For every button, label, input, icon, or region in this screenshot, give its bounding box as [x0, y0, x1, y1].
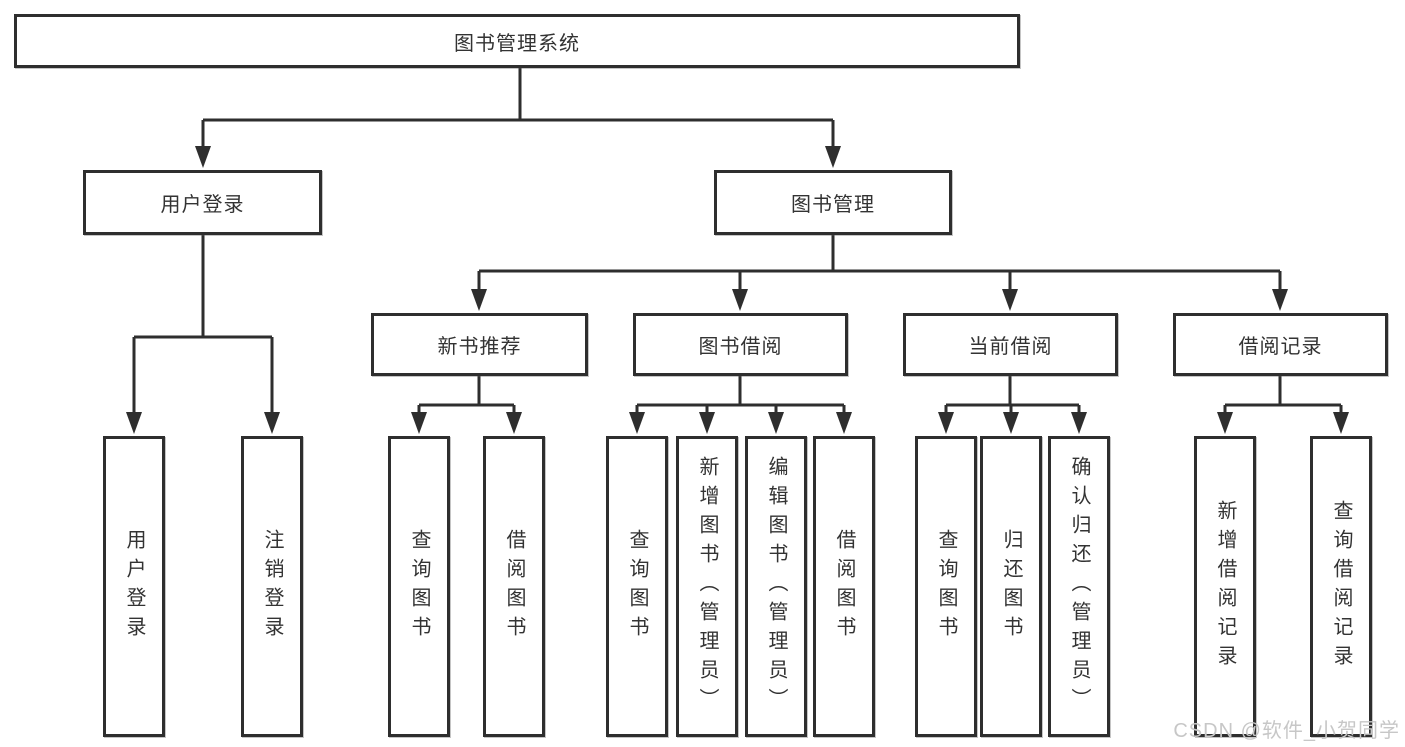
leaf-records-query-record: 查询借阅记录	[1310, 436, 1372, 737]
connector-borrowing	[635, 376, 846, 412]
arrowheads	[126, 146, 1349, 434]
leaf-newbooks-borrow-books: 借阅图书	[483, 436, 545, 737]
leaf-user-login: 用户登录	[103, 436, 165, 737]
node-book-management: 图书管理	[714, 170, 952, 235]
node-root-title: 图书管理系统	[14, 14, 1020, 68]
node-new-book-recommend: 新书推荐	[371, 313, 588, 376]
leaf-records-add-record: 新增借阅记录	[1194, 436, 1256, 737]
leaf-newbooks-query-books: 查询图书	[388, 436, 450, 737]
node-user-login: 用户登录	[83, 170, 322, 235]
leaf-current-return-books: 归还图书	[980, 436, 1042, 737]
leaf-current-query-books: 查询图书	[915, 436, 977, 737]
node-borrowing-records: 借阅记录	[1173, 313, 1388, 376]
leaf-borrowing-edit-books-admin: 编辑图书（管理员）	[745, 436, 807, 737]
connector-user-login	[132, 235, 274, 412]
leaf-borrowing-add-books-admin: 新增图书（管理员）	[676, 436, 738, 737]
connector-book-mgmt	[477, 235, 1282, 289]
node-book-borrowing: 图书借阅	[633, 313, 848, 376]
csdn-watermark: CSDN @软件_小贺同学	[1173, 720, 1400, 742]
connector-current	[944, 376, 1081, 412]
connector-root	[201, 68, 835, 146]
leaf-current-confirm-return-admin: 确认归还（管理员）	[1048, 436, 1110, 737]
leaf-borrowing-borrow-books: 借阅图书	[813, 436, 875, 737]
connector-new-books	[417, 376, 516, 412]
node-current-borrowing: 当前借阅	[903, 313, 1118, 376]
connector-records	[1223, 376, 1343, 412]
leaf-borrowing-query-books: 查询图书	[606, 436, 668, 737]
leaf-logout: 注销登录	[241, 436, 303, 737]
